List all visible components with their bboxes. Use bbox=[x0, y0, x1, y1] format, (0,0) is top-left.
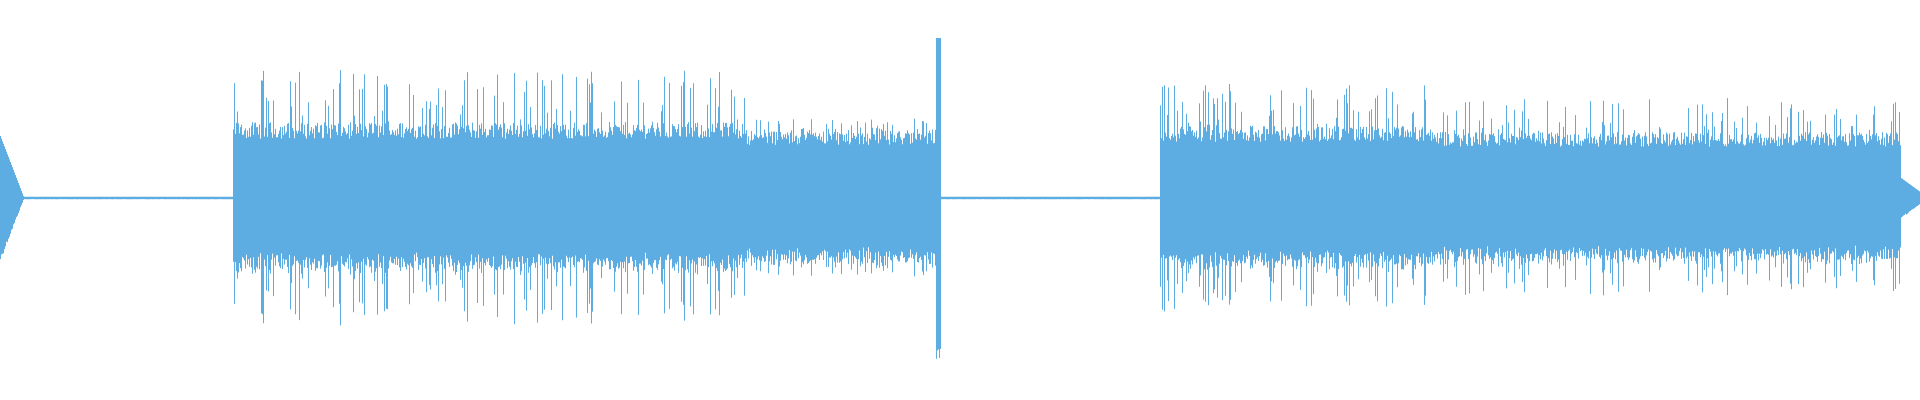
waveform-bars bbox=[0, 38, 1920, 359]
